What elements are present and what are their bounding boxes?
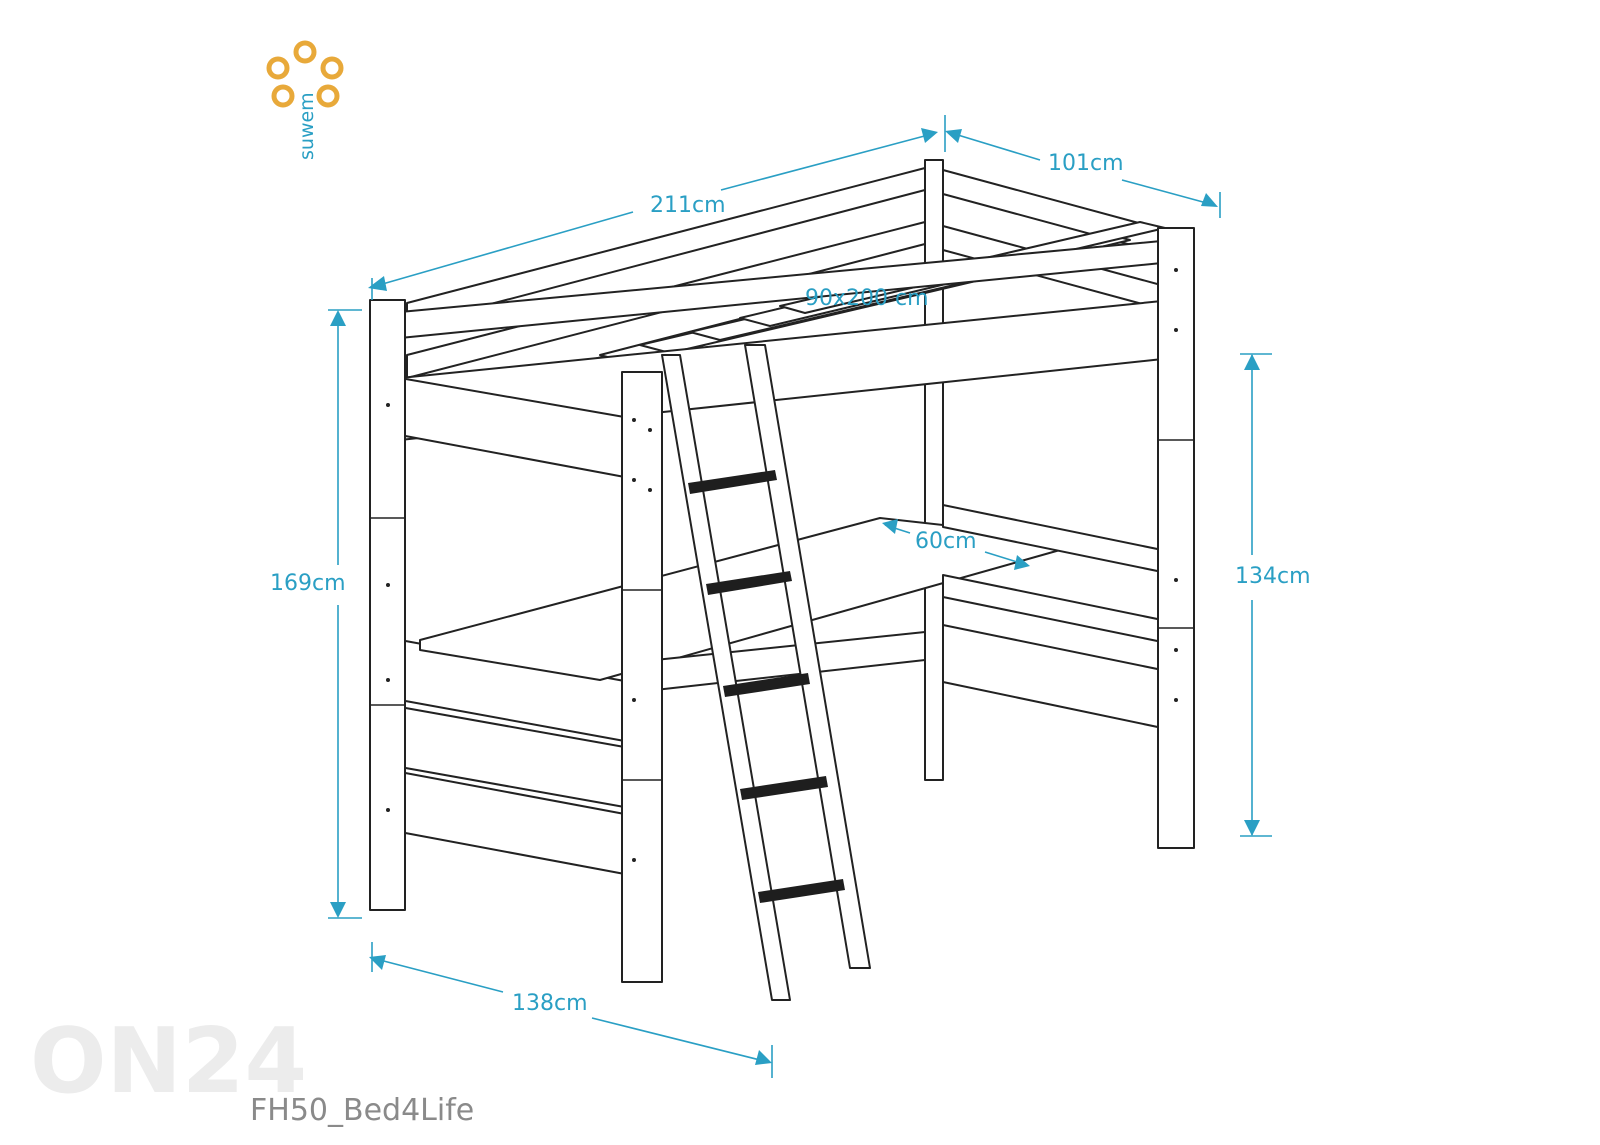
bolt-hole xyxy=(648,488,652,492)
rail-right-low xyxy=(942,624,1173,731)
dim-line-length xyxy=(720,133,933,191)
dim-line-width xyxy=(947,131,1041,161)
dim-line-footprint xyxy=(591,1017,769,1063)
label-height-under: 134cm xyxy=(1235,564,1311,589)
dim-line-footprint xyxy=(371,957,504,993)
post-front-left xyxy=(369,299,406,911)
ladder-step xyxy=(688,470,777,494)
bolt-hole xyxy=(1174,698,1178,702)
logo-ring xyxy=(271,84,295,108)
ladder-rail-right xyxy=(744,344,871,969)
label-mattress: 90x200 cm xyxy=(805,286,929,311)
ladder-rail-left xyxy=(661,354,791,1001)
bolt-hole xyxy=(386,678,390,682)
watermark-caption: FH50_Bed4Life xyxy=(250,1093,474,1128)
bolt-hole xyxy=(1174,328,1178,332)
watermark-brand: ON24 xyxy=(30,1009,307,1114)
suwem-logo: suwem xyxy=(266,40,344,160)
arrow-icon xyxy=(369,955,386,970)
logo-ring xyxy=(320,56,344,80)
bolt-hole xyxy=(632,418,636,422)
arrow-icon xyxy=(1014,555,1030,570)
dim-line-width xyxy=(1121,179,1215,206)
post-front-right xyxy=(1157,227,1195,849)
ladder xyxy=(661,344,871,1001)
logo-ring xyxy=(316,84,340,108)
bed-frame xyxy=(369,159,1195,1001)
label-width: 101cm xyxy=(1048,151,1124,176)
bolt-hole xyxy=(1174,578,1178,582)
bolt-hole xyxy=(632,478,636,482)
arrow-icon xyxy=(755,1050,772,1065)
bolt-holes xyxy=(386,268,1178,862)
bolt-hole xyxy=(386,583,390,587)
bolt-hole xyxy=(386,403,390,407)
arrow-icon xyxy=(921,128,938,143)
arrow-icon xyxy=(1244,820,1260,836)
arrow-icon xyxy=(1244,354,1260,370)
logo-ring xyxy=(266,56,290,80)
bolt-hole xyxy=(386,808,390,812)
arrow-icon xyxy=(330,902,346,918)
logo-text: suwem xyxy=(296,92,318,160)
arrow-icon xyxy=(368,276,387,291)
ladder-step xyxy=(758,879,845,903)
arrow-icon xyxy=(1201,193,1218,207)
dimension-labels: 211cm 101cm 90x200 cm 169cm 134cm 60cm 1… xyxy=(270,151,1311,1016)
bolt-hole xyxy=(1174,648,1178,652)
label-length: 211cm xyxy=(650,193,726,218)
bolt-hole xyxy=(1174,268,1178,272)
arrow-icon xyxy=(882,519,898,534)
ladder-step xyxy=(706,571,792,595)
post-back-left xyxy=(924,159,944,781)
bolt-hole xyxy=(648,428,652,432)
label-ladder-footprint: 138cm xyxy=(512,991,588,1016)
post-front-middle xyxy=(621,371,663,983)
arrow-icon xyxy=(945,129,962,143)
watermark: ON24 FH50_Bed4Life xyxy=(30,1009,474,1128)
ladder-step xyxy=(740,776,828,800)
dimension-lines xyxy=(328,115,1272,1078)
bolt-hole xyxy=(632,858,636,862)
bolt-hole xyxy=(632,698,636,702)
label-height-total: 169cm xyxy=(270,571,346,596)
dim-line-length xyxy=(371,211,634,288)
logo-ring xyxy=(293,40,317,64)
label-desk-depth: 60cm xyxy=(915,529,977,554)
arrow-icon xyxy=(330,310,346,326)
ladder-step xyxy=(723,673,810,697)
